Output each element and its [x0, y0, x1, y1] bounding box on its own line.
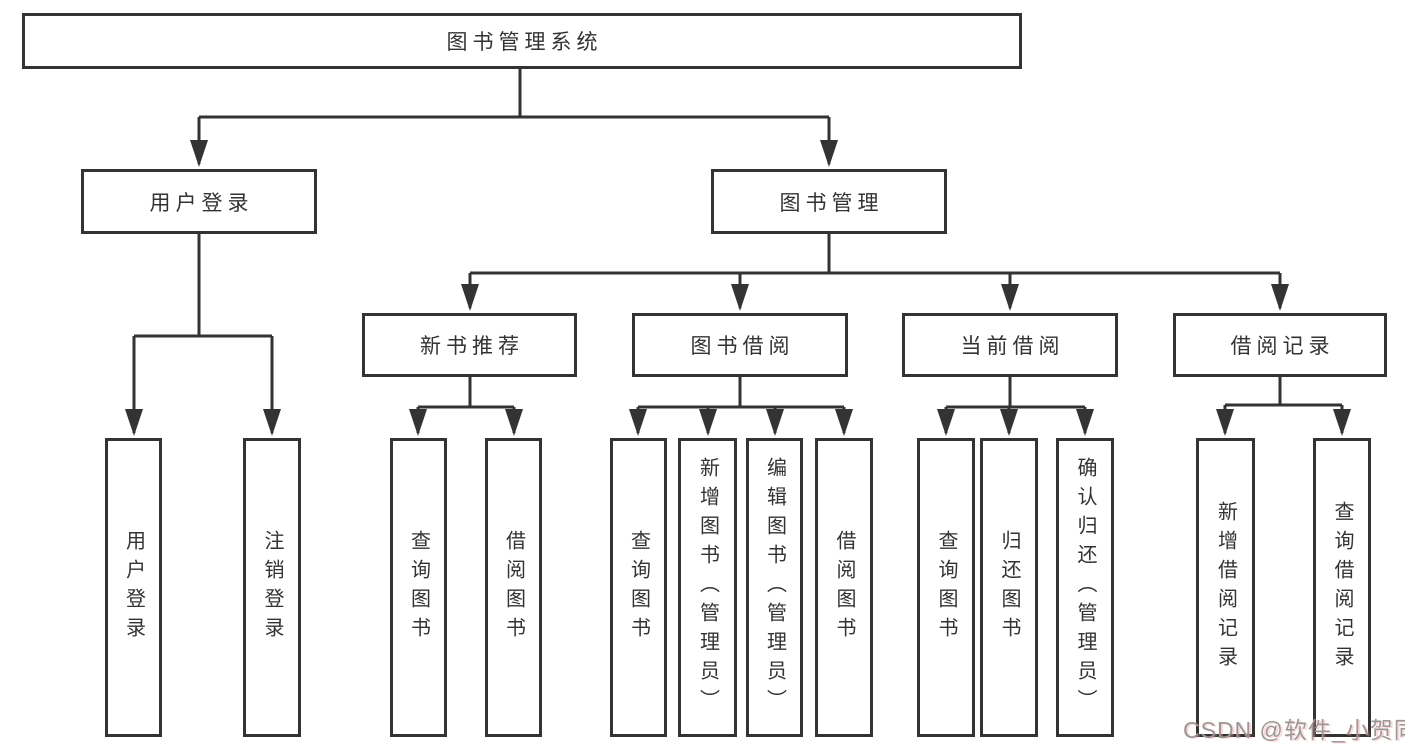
node-leaf-borrow-books: 借阅图书	[815, 438, 873, 737]
node-borrowing-records: 借阅记录	[1173, 313, 1387, 377]
node-leaf-logout: 注销登录	[243, 438, 301, 737]
connector-root-to-level2	[190, 68, 838, 167]
csdn-watermark: CSDN @软件_小贺同学	[1183, 717, 1405, 743]
connector-records-to-leaves	[1216, 377, 1351, 436]
node-label: 用户登录	[122, 529, 145, 646]
node-book-management: 图书管理	[711, 169, 947, 234]
node-label: 用户登录	[149, 191, 254, 215]
node-leaf-query-books-current: 查询图书	[917, 438, 975, 737]
node-user-login: 用户登录	[81, 169, 317, 234]
node-label: 图书管理系统	[446, 31, 603, 54]
node-leaf-return-books: 归还图书	[980, 438, 1038, 737]
node-current-borrowing: 当前借阅	[902, 313, 1118, 377]
node-leaf-query-books-borrow: 查询图书	[610, 438, 667, 737]
node-library-management-system: 图书管理系统	[22, 13, 1022, 69]
connector-login-to-leaves	[125, 234, 281, 436]
node-leaf-query-borrow-record: 查询借阅记录	[1313, 438, 1371, 737]
connector-borrow-to-leaves	[629, 377, 853, 436]
node-label: 查询图书	[935, 529, 957, 646]
node-leaf-query-books-new: 查询图书	[390, 438, 447, 737]
connector-new-to-leaves	[409, 377, 523, 436]
node-label: 当前借阅	[960, 335, 1065, 358]
node-label: 查询图书	[407, 529, 430, 646]
node-label: 借阅图书	[833, 529, 855, 646]
connector-current-to-leaves	[937, 377, 1094, 436]
node-label: 编辑图书（管理员）	[763, 457, 786, 718]
connector-mgmt-to-level3	[461, 234, 1289, 311]
node-label: 归还图书	[998, 529, 1020, 646]
node-leaf-confirm-return-admin: 确认归还（管理员）	[1056, 438, 1114, 737]
node-leaf-add-books-admin: 新增图书（管理员）	[678, 438, 737, 737]
node-label: 图书管理	[779, 191, 884, 215]
node-leaf-edit-books-admin: 编辑图书（管理员）	[746, 438, 803, 737]
node-label: 查询借阅记录	[1331, 500, 1353, 675]
node-label: 新增图书（管理员）	[696, 457, 719, 718]
node-leaf-add-borrow-record: 新增借阅记录	[1196, 438, 1255, 737]
node-book-borrowing: 图书借阅	[632, 313, 848, 377]
node-label: 借阅记录	[1230, 335, 1335, 358]
node-label: 图书借阅	[690, 335, 795, 358]
node-leaf-borrow-books-new: 借阅图书	[485, 438, 542, 737]
node-label: 注销登录	[261, 529, 283, 646]
node-label: 确认归还（管理员）	[1074, 457, 1096, 718]
node-label: 借阅图书	[502, 529, 525, 646]
node-label: 新书推荐	[420, 335, 524, 358]
node-label: 查询图书	[627, 529, 650, 646]
node-leaf-user-login: 用户登录	[105, 438, 162, 737]
node-label: 新增借阅记录	[1214, 500, 1237, 675]
node-new-book-recommendation: 新书推荐	[362, 313, 577, 377]
